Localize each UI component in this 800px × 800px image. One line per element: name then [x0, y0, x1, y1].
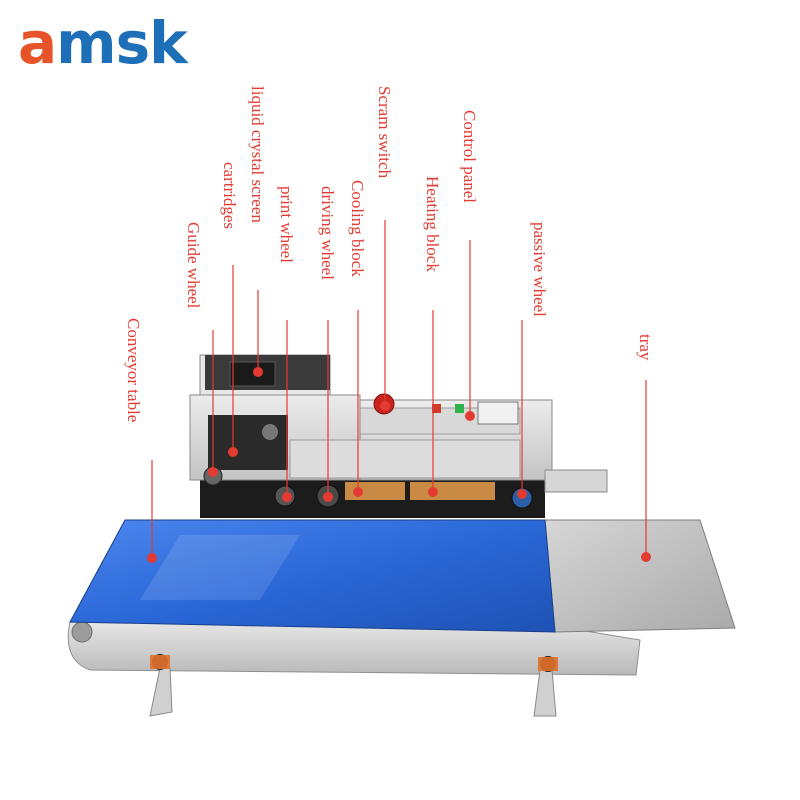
label-tray: tray — [636, 334, 655, 361]
label-cooling-block: Cooling block — [348, 180, 367, 277]
label-control-panel: Control panel — [460, 110, 479, 203]
conveyor-frame — [67, 621, 641, 717]
label-scram-switch: Scram switch — [375, 86, 394, 179]
leader-lines — [151, 220, 647, 555]
label-cartridges: cartridges — [220, 162, 239, 229]
label-liquid-crystal-screen: liquid crystal screen — [248, 86, 267, 223]
machine-body — [189, 354, 608, 518]
logo-letters-msk: msk — [56, 9, 188, 77]
amsk-logo: amsk — [18, 14, 188, 72]
tray-plate — [544, 519, 736, 633]
label-conveyor-table: Conveyor table — [124, 318, 143, 422]
label-passive-wheel: passive wheel — [530, 222, 549, 317]
conveyor-belt — [69, 519, 556, 633]
label-driving-wheel: driving wheel — [318, 186, 337, 280]
exit-shelf — [544, 469, 608, 493]
label-guide-wheel: Guide wheel — [184, 222, 203, 309]
marker-dots — [147, 367, 651, 563]
lcd-screen — [229, 361, 276, 387]
logo-letter-a: a — [18, 9, 57, 77]
heating-block-part — [410, 482, 495, 500]
label-heating-block: Heating block — [423, 176, 442, 272]
label-print-wheel: print wheel — [277, 186, 296, 263]
control-panel-display — [477, 401, 519, 425]
